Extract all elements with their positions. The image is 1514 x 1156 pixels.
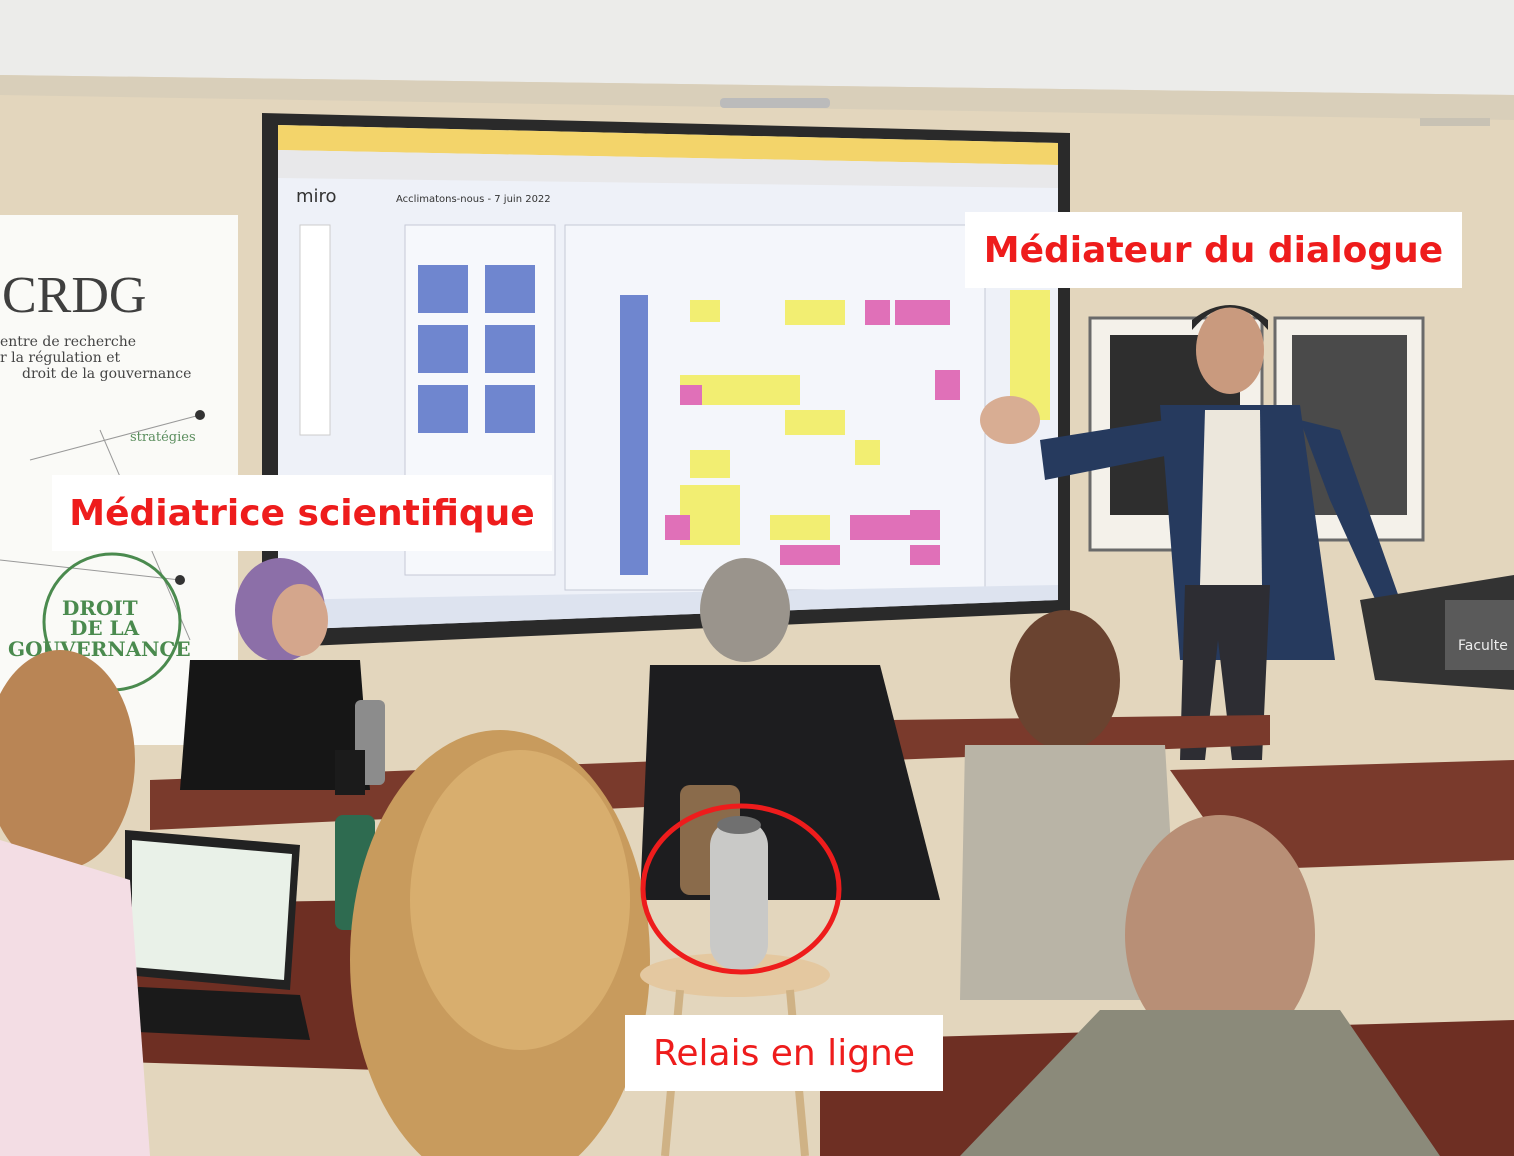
projection-screen: miro Acclimatons-nous - 7 juin 2022 — [262, 113, 1070, 648]
podium-text: Faculte — [1458, 638, 1508, 654]
man-foreground-figure — [960, 815, 1440, 1156]
podium: Faculte — [1360, 575, 1514, 690]
annotation-circle — [640, 803, 842, 975]
banner-circle-1: DROIT — [62, 596, 138, 620]
conference-camera — [710, 816, 768, 970]
ceiling-shadow — [0, 75, 1514, 120]
ceiling-vent — [1420, 118, 1490, 126]
banner-subtitle-3: droit de la gouvernance — [22, 366, 191, 382]
label-mediateur-du-dialogue: Médiateur du dialogue — [965, 212, 1462, 288]
label-mediatrice-scientifique: Médiatrice scientifique — [52, 475, 552, 551]
woman-right-figure — [960, 610, 1180, 1000]
screen-board-title: Acclimatons-nous - 7 juin 2022 — [396, 194, 551, 205]
label-relais-en-ligne: Relais en ligne — [625, 1015, 943, 1091]
ceiling-light — [720, 98, 830, 108]
girl-left-figure — [0, 650, 150, 1156]
banner-title: CRDG — [2, 267, 146, 324]
ceiling — [0, 0, 1514, 95]
banner-subtitle-2: r la régulation et — [0, 350, 120, 366]
laptop-left — [95, 830, 310, 1040]
woman-curly-figure — [350, 730, 650, 1156]
banner-subtitle-1: entre de recherche — [0, 334, 136, 350]
screen-app-logo: miro — [296, 186, 337, 207]
banner-circle-2: DE LA — [70, 616, 140, 640]
banner-word-strategies: stratégies — [130, 430, 196, 445]
facilitator-figure — [180, 558, 370, 790]
